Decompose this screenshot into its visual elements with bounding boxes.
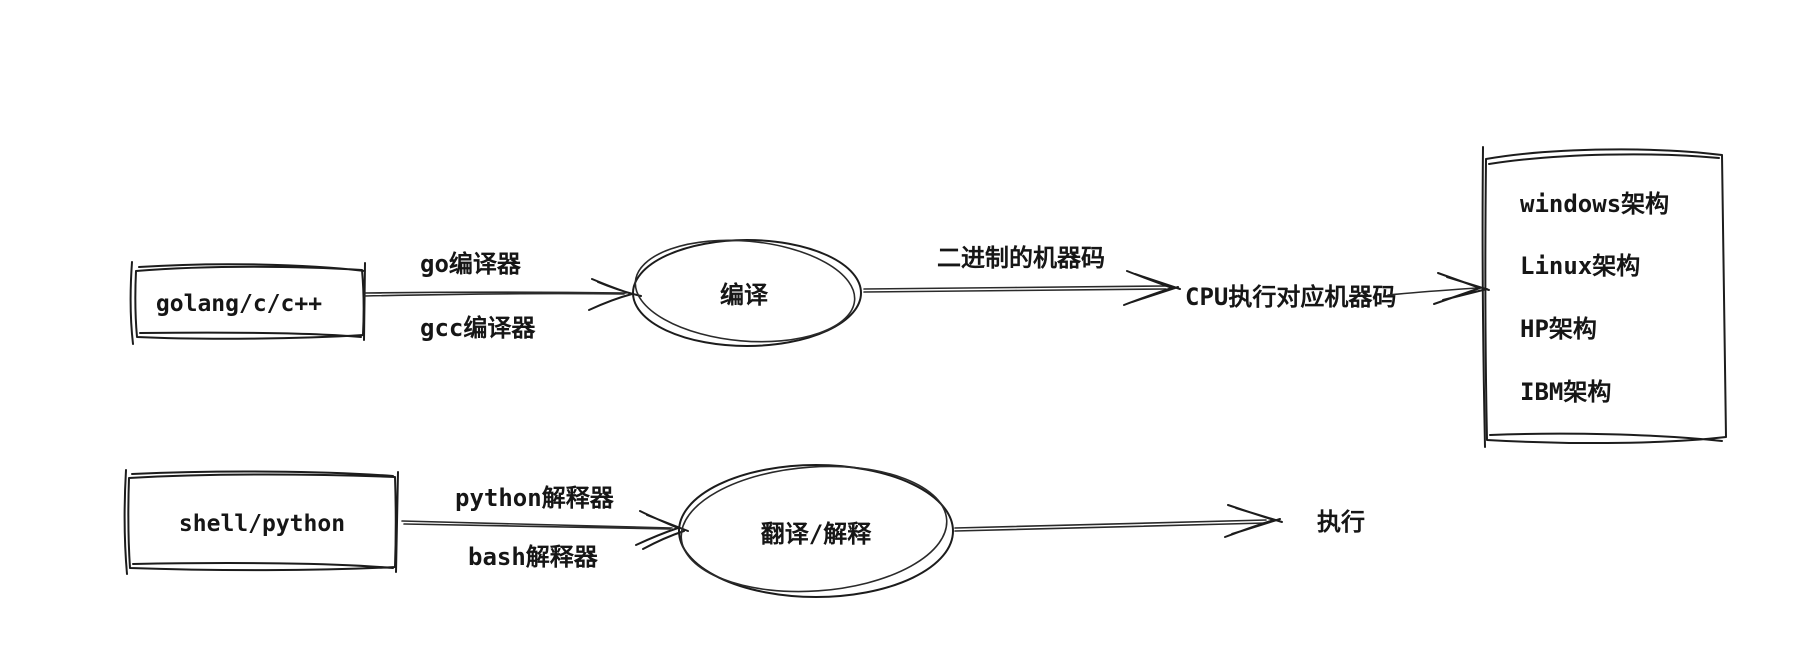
binary-code-arrow — [863, 270, 1181, 306]
arch-item-ibm: IBM架构 — [1520, 378, 1611, 406]
compile-arrow — [364, 278, 642, 311]
execute-arrow — [954, 504, 1283, 538]
interpret-arrow — [401, 510, 689, 550]
arch-item-linux: Linux架构 — [1520, 252, 1640, 280]
cpu-label: CPU执行对应机器码 — [1185, 283, 1396, 311]
binary-code-label: 二进制的机器码 — [937, 244, 1105, 272]
compiled-source-label: golang/c/c++ — [156, 291, 322, 317]
interpreted-source-box — [123, 469, 399, 575]
compile-ellipse — [632, 239, 862, 347]
interpreter-label-bottom: bash解释器 — [468, 543, 599, 571]
arch-box — [1481, 146, 1727, 448]
execute-label: 执行 — [1317, 508, 1365, 536]
compiler-label-bottom: gcc编译器 — [420, 314, 536, 342]
compile-process-label: 编译 — [720, 281, 769, 309]
interpreter-label-top: python解释器 — [455, 484, 615, 512]
arch-item-windows: windows架构 — [1520, 190, 1669, 218]
interpret-ellipse — [678, 464, 954, 598]
compiler-label-top: go编译器 — [420, 250, 522, 278]
interpreted-source-label: shell/python — [179, 511, 345, 537]
interpret-process-label: 翻译/解释 — [761, 520, 872, 548]
compiled-source-box — [129, 261, 366, 345]
arch-item-hp: HP架构 — [1520, 315, 1597, 343]
arch-arrow — [1387, 272, 1490, 305]
